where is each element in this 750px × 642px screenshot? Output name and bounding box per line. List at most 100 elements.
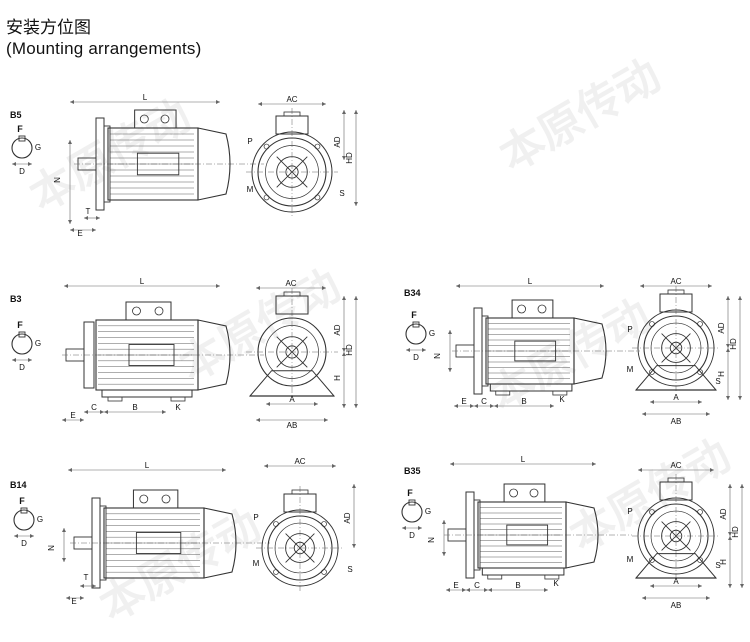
arrowhead — [68, 140, 72, 144]
dimension-label: AD — [333, 324, 342, 335]
dimension-label: AB — [671, 601, 682, 610]
outline-circle — [529, 488, 539, 498]
dimension-label: C — [474, 581, 480, 590]
arrowhead — [446, 588, 450, 592]
dimension-label: E — [453, 581, 458, 590]
dimension-label: B — [521, 397, 526, 406]
title-english: (Mounting arrangements) — [6, 39, 202, 58]
outline-rect — [667, 477, 685, 483]
outline-rect — [107, 396, 123, 402]
outline-circle — [314, 143, 321, 150]
outline-rect — [136, 152, 180, 176]
arrowhead — [544, 588, 548, 592]
outline-rect — [412, 321, 420, 328]
arrowhead — [62, 418, 66, 422]
arrowhead — [740, 484, 744, 488]
arrowhead — [448, 330, 452, 334]
outline-rect — [291, 489, 309, 495]
dimension-label: HD — [345, 152, 354, 164]
arrowhead — [600, 284, 604, 288]
dimension-label: H — [717, 371, 726, 377]
dimension-label: AC — [286, 95, 297, 104]
arrowhead — [448, 368, 452, 372]
fan-cover — [197, 319, 231, 391]
arrowhead — [550, 404, 554, 408]
dimension-label: F — [17, 124, 23, 134]
outline-rect — [125, 301, 172, 321]
arrowhead — [708, 284, 712, 288]
dimension-label: A — [673, 393, 679, 402]
outline-rect — [283, 291, 301, 297]
arrowhead — [14, 534, 18, 538]
arrowhead — [100, 410, 104, 414]
dimension-label: B — [515, 581, 520, 590]
dimension-label: C — [481, 397, 487, 406]
arrowhead — [738, 296, 742, 300]
outline-circle — [263, 194, 270, 201]
arrowhead — [728, 532, 732, 536]
dimension-label: AB — [287, 421, 298, 430]
arrowhead — [322, 286, 326, 290]
arrowhead — [470, 404, 474, 408]
outline-circle — [697, 321, 703, 327]
outline-circle — [273, 569, 279, 575]
dimension-label: N — [53, 177, 62, 183]
outline-circle — [11, 137, 33, 159]
outline-rect — [408, 499, 416, 506]
dimension-label: P — [627, 325, 632, 334]
arrowhead — [638, 468, 642, 472]
dimension-label: N — [47, 545, 56, 551]
arrowhead — [256, 286, 260, 290]
arrowhead — [222, 468, 226, 472]
arrowhead — [442, 520, 446, 524]
arrowhead — [162, 410, 166, 414]
arrowhead — [70, 228, 74, 232]
arrowhead — [342, 296, 346, 300]
arrowhead — [216, 284, 220, 288]
outline-rect — [283, 111, 301, 117]
dimension-label: B5 — [10, 110, 22, 120]
outline-circle — [649, 509, 655, 515]
arrowhead — [726, 344, 730, 348]
arrowhead — [80, 418, 84, 422]
dimension-label: K — [553, 579, 559, 588]
dimension-label: F — [411, 310, 417, 320]
outline-circle — [314, 194, 321, 201]
dimension-label: F — [17, 320, 23, 330]
arrowhead — [314, 402, 318, 406]
arrowhead — [484, 588, 488, 592]
arrowhead — [402, 526, 406, 530]
dimension-label: F — [407, 488, 413, 498]
arrowhead — [84, 216, 88, 220]
dimension-label: N — [427, 537, 436, 543]
arrowhead — [650, 584, 654, 588]
arrowhead — [728, 536, 732, 540]
dimension-label: T — [86, 207, 91, 216]
dimension-label: E — [71, 597, 76, 606]
fan-cover — [203, 507, 237, 579]
outline-circle — [161, 494, 171, 504]
outline-rect — [128, 344, 175, 366]
arrowhead — [70, 100, 74, 104]
arrowhead — [92, 228, 96, 232]
dimension-label: M — [253, 559, 260, 568]
outline-circle — [537, 304, 547, 314]
arrowhead — [68, 220, 72, 224]
dimension-label: HD — [729, 338, 738, 350]
outline-rect — [132, 489, 179, 509]
arrowhead — [488, 588, 492, 592]
arrowhead — [342, 404, 346, 408]
dimension-label: L — [521, 455, 526, 464]
arrowhead — [466, 588, 470, 592]
dimension-label: D — [21, 539, 27, 548]
dimension-label: C — [91, 403, 97, 412]
arrowhead — [706, 412, 710, 416]
dimension-label: P — [627, 507, 632, 516]
arrowhead — [28, 358, 32, 362]
outline-rect — [514, 340, 557, 362]
dimension-label: K — [175, 403, 181, 412]
dimension-label: D — [19, 167, 25, 176]
dimension-label: H — [333, 375, 342, 381]
dimension-label: A — [673, 577, 679, 586]
